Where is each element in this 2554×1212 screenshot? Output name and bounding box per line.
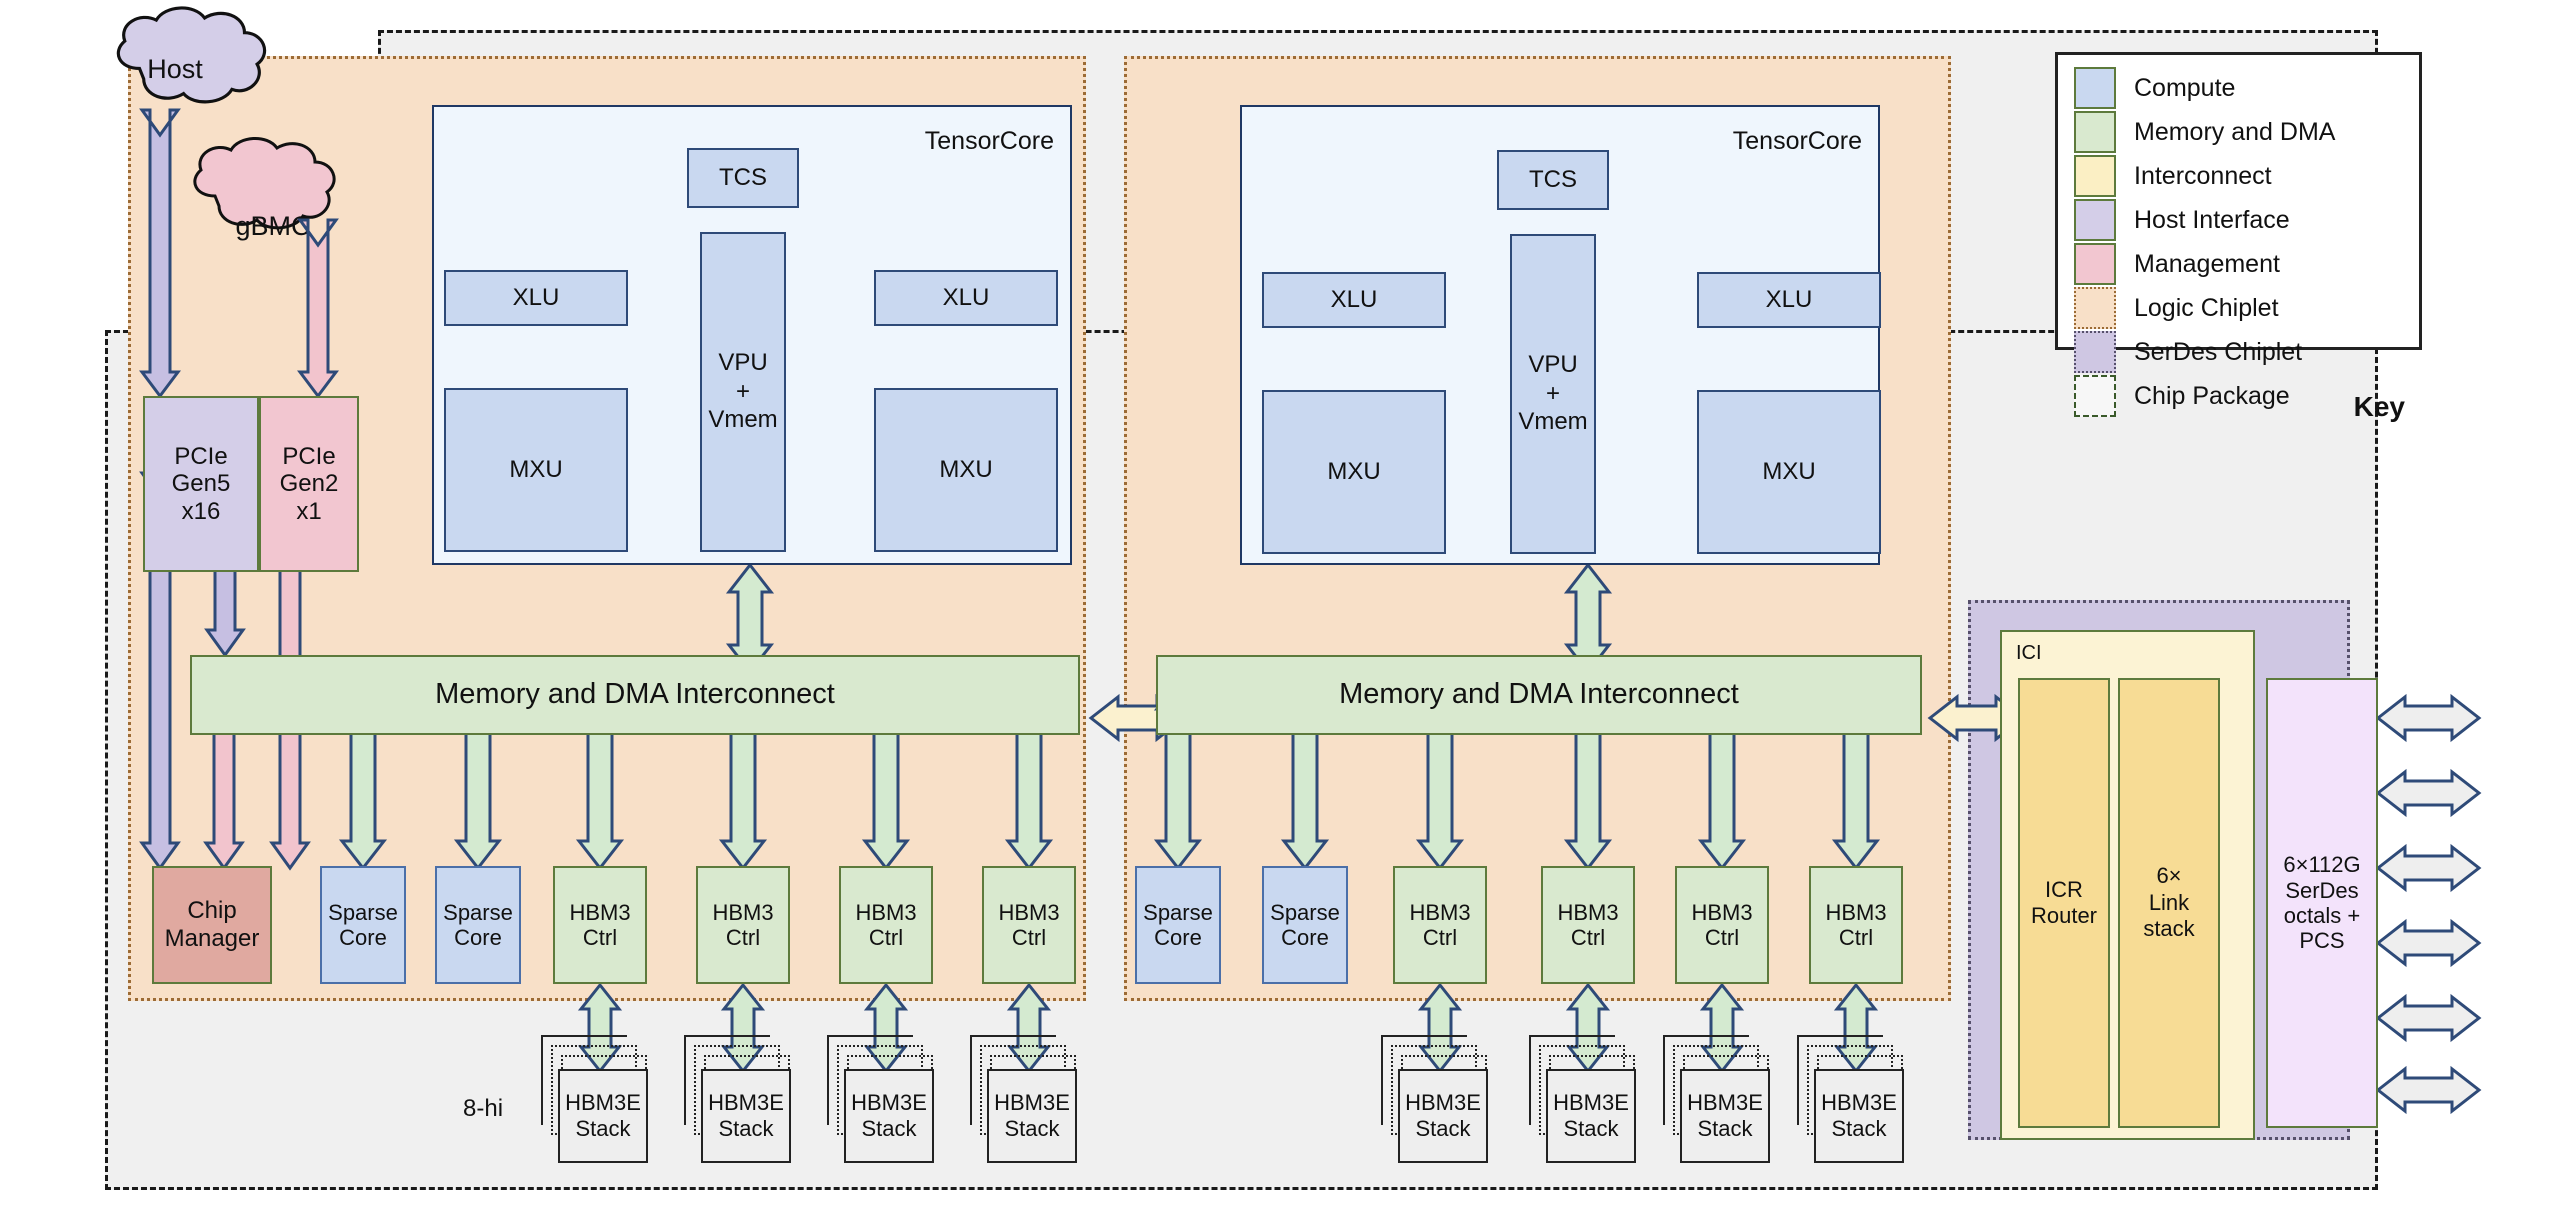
hbm3e-stack-left-2[interactable]: HBM3E Stack <box>701 1069 791 1163</box>
hbm3-ctrl-left-4[interactable]: HBM3 Ctrl <box>982 866 1076 984</box>
key-item-host-interface: Host Interface <box>2074 199 2419 241</box>
hbm3e-stack-left-1[interactable]: HBM3E Stack <box>558 1069 648 1163</box>
mxu-block-left-2[interactable]: MXU <box>874 388 1058 552</box>
key-item-management: Management <box>2074 243 2419 285</box>
hbm3e-stack-left-1-ghost-back <box>541 1035 627 1125</box>
hbm3e-stack-right-4-ghost-back <box>1797 1035 1883 1125</box>
sparse-core-right-1[interactable]: Sparse Core <box>1135 866 1221 984</box>
key-label-chip-package: Chip Package <box>2134 381 2290 410</box>
xlu-block-right-2[interactable]: XLU <box>1697 272 1881 328</box>
key-label-host-interface: Host Interface <box>2134 205 2290 234</box>
hbm3e-stack-left-4-ghost-back <box>970 1035 1056 1125</box>
arrows-serdes-external-links <box>2375 693 2482 1115</box>
key-legend: Compute Memory and DMA Interconnect Host… <box>2055 52 2422 422</box>
key-label-interconnect: Interconnect <box>2134 161 2272 190</box>
pcie-gen5-block[interactable]: PCIe Gen5 x16 <box>143 396 259 572</box>
key-swatch-chip-package <box>2074 375 2116 417</box>
hbm3e-stack-right-2-ghost-back <box>1529 1035 1615 1125</box>
arrow-host-to-pcie-gen5 <box>139 108 181 399</box>
hbm3e-stack-right-3-ghost-back <box>1663 1035 1749 1125</box>
gbmc-cloud-label: gBMC <box>235 211 310 241</box>
ici-title: ICI <box>2016 642 2042 664</box>
sparse-core-left-1[interactable]: Sparse Core <box>320 866 406 984</box>
icr-router-block[interactable]: ICR Router <box>2018 678 2110 1128</box>
hbm3e-stack-right-3[interactable]: HBM3E Stack <box>1680 1069 1770 1163</box>
xlu-block-right-1[interactable]: XLU <box>1262 272 1446 328</box>
key-swatch-host-interface <box>2074 199 2116 241</box>
hbm3-ctrl-right-1[interactable]: HBM3 Ctrl <box>1393 866 1487 984</box>
key-item-interconnect: Interconnect <box>2074 155 2419 197</box>
key-swatch-logic-chiplet <box>2074 287 2116 329</box>
key-label-management: Management <box>2134 249 2280 278</box>
key-swatch-management <box>2074 243 2116 285</box>
chip-manager-block[interactable]: Chip Manager <box>152 866 272 984</box>
pcie-gen2-block[interactable]: PCIe Gen2 x1 <box>259 396 359 572</box>
key-item-chip-package: Chip Package Key <box>2074 375 2419 422</box>
tcs-block-left[interactable]: TCS <box>687 148 799 208</box>
hbm3-ctrl-right-4[interactable]: HBM3 Ctrl <box>1809 866 1903 984</box>
memory-dma-interconnect-left[interactable]: Memory and DMA Interconnect <box>190 655 1080 735</box>
serdes-octals-pcs-block[interactable]: 6×112G SerDes octals + PCS <box>2266 678 2378 1128</box>
tensorcore-right-title: TensorCore <box>1732 127 1862 155</box>
arrow-gbmc-to-pcie-gen2 <box>297 218 339 399</box>
key-item-logic-chiplet: Logic Chiplet <box>2074 287 2419 329</box>
key-label-serdes-chiplet: SerDes Chiplet <box>2134 337 2303 366</box>
hbm3e-stack-right-1-ghost-back <box>1381 1035 1467 1125</box>
key-item-compute: Compute <box>2074 67 2419 109</box>
hbm3e-stack-right-4[interactable]: HBM3E Stack <box>1814 1069 1904 1163</box>
link-stack-block[interactable]: 6× Link stack <box>2118 678 2220 1128</box>
key-swatch-interconnect <box>2074 155 2116 197</box>
hbm3e-stack-right-2[interactable]: HBM3E Stack <box>1546 1069 1636 1163</box>
mxu-block-left-1[interactable]: MXU <box>444 388 628 552</box>
hbm3-ctrl-left-1[interactable]: HBM3 Ctrl <box>553 866 647 984</box>
sparse-core-left-2[interactable]: Sparse Core <box>435 866 521 984</box>
key-item-serdes-chiplet: SerDes Chiplet <box>2074 331 2419 373</box>
key-label-compute: Compute <box>2134 73 2236 102</box>
vpu-vmem-block-right[interactable]: VPU + Vmem <box>1510 234 1596 554</box>
host-cloud-label: Host <box>147 54 203 84</box>
hbm3e-stack-left-3[interactable]: HBM3E Stack <box>844 1069 934 1163</box>
mxu-block-right-1[interactable]: MXU <box>1262 390 1446 554</box>
key-label-logic-chiplet: Logic Chiplet <box>2134 293 2279 322</box>
sparse-core-right-2[interactable]: Sparse Core <box>1262 866 1348 984</box>
key-title: Key <box>2353 391 2405 422</box>
hbm3-ctrl-right-2[interactable]: HBM3 Ctrl <box>1541 866 1635 984</box>
xlu-block-left-1[interactable]: XLU <box>444 270 628 326</box>
tensorcore-left-title: TensorCore <box>924 127 1054 155</box>
hbm3-ctrl-right-3[interactable]: HBM3 Ctrl <box>1675 866 1769 984</box>
key-swatch-compute <box>2074 67 2116 109</box>
key-label-memory-dma: Memory and DMA <box>2134 117 2336 146</box>
hbm3-ctrl-left-3[interactable]: HBM3 Ctrl <box>839 866 933 984</box>
key-swatch-memory-dma <box>2074 111 2116 153</box>
key-item-memory-dma: Memory and DMA <box>2074 111 2419 153</box>
hbm3-ctrl-left-2[interactable]: HBM3 Ctrl <box>696 866 790 984</box>
vpu-vmem-block-left[interactable]: VPU + Vmem <box>700 232 786 552</box>
arrows-hbmctrl-to-hbmstack <box>577 982 1879 1074</box>
hbm3e-stack-left-2-ghost-back <box>684 1035 770 1125</box>
hbm3e-stack-left-3-ghost-back <box>827 1035 913 1125</box>
memory-dma-interconnect-right[interactable]: Memory and DMA Interconnect <box>1156 655 1922 735</box>
mxu-block-right-2[interactable]: MXU <box>1697 390 1881 554</box>
tcs-block-right[interactable]: TCS <box>1497 150 1609 210</box>
key-swatch-serdes-chiplet <box>2074 331 2116 373</box>
xlu-block-left-2[interactable]: XLU <box>874 270 1058 326</box>
hbm3e-stack-right-1[interactable]: HBM3E Stack <box>1398 1069 1488 1163</box>
hbm-stack-height-label: 8-hi <box>463 1095 504 1122</box>
hbm3e-stack-left-4[interactable]: HBM3E Stack <box>987 1069 1077 1163</box>
